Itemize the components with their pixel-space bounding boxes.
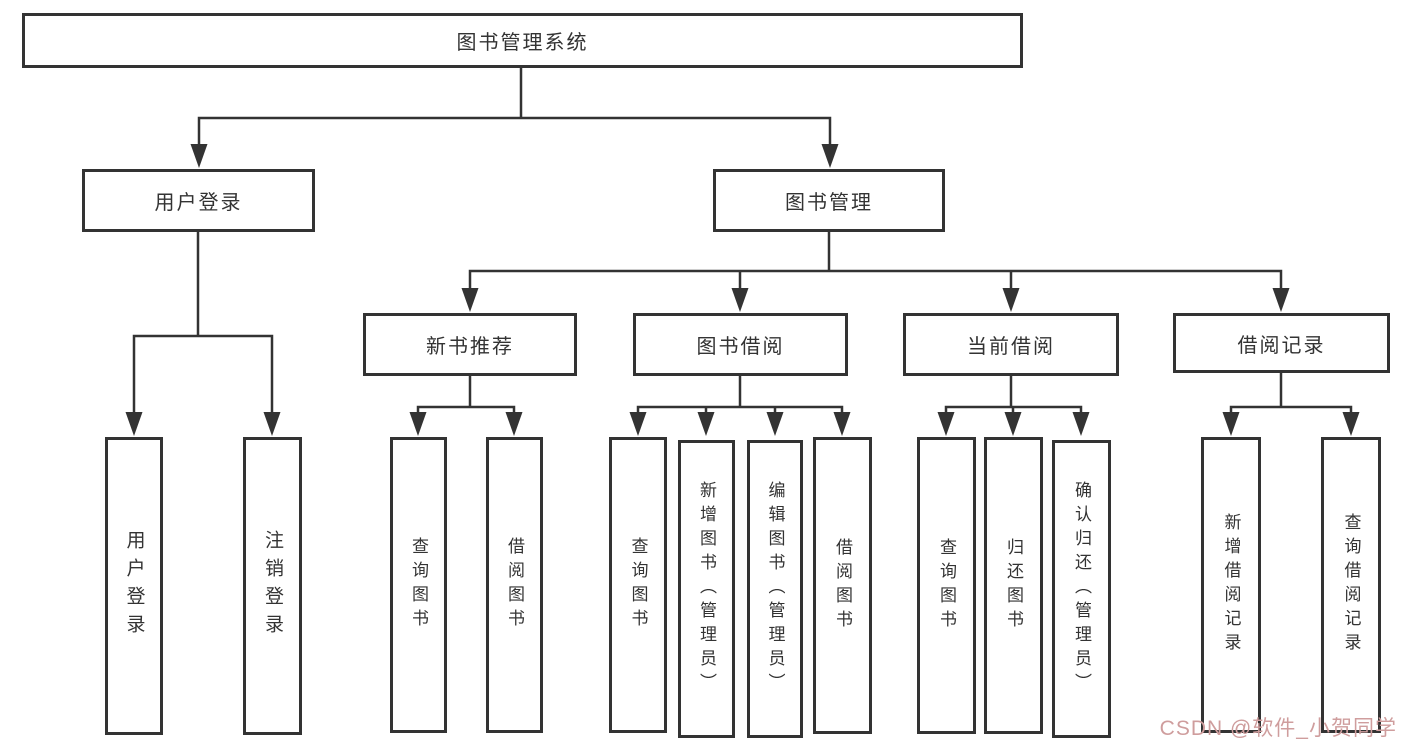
node-leaf-query-borrow-record: 查询借阅记录 bbox=[1321, 437, 1381, 733]
node-new-book-recommend: 新书推荐 bbox=[363, 313, 577, 376]
arrow-to-leaf-add-books bbox=[697, 412, 715, 436]
arrow-to-leaf-query-books-1 bbox=[409, 412, 427, 436]
node-borrowing-records: 借阅记录 bbox=[1173, 313, 1390, 373]
node-leaf-borrow-books-borrowing: 借阅图书 bbox=[813, 437, 872, 734]
node-leaf-edit-books-admin: 编辑图书（管理员） bbox=[747, 440, 803, 738]
arrow-to-book-borrowing bbox=[731, 288, 749, 312]
connector-borrowing-to-leaves bbox=[636, 376, 844, 414]
arrow-to-leaf-return-books bbox=[1004, 412, 1022, 436]
connector-current-to-leaves bbox=[944, 376, 1083, 414]
arrow-to-leaf-logout bbox=[263, 412, 281, 436]
arrow-to-leaf-query-books-3 bbox=[937, 412, 955, 436]
leaf-label: 新增借阅记录 bbox=[1221, 513, 1241, 657]
node-leaf-return-books: 归还图书 bbox=[984, 437, 1043, 734]
node-book-borrowing: 图书借阅 bbox=[633, 313, 848, 376]
leaf-label: 借阅图书 bbox=[505, 537, 524, 633]
arrow-to-leaf-confirm-return bbox=[1072, 412, 1090, 436]
node-book-management: 图书管理 bbox=[713, 169, 945, 232]
arrow-to-borrowing-records bbox=[1272, 288, 1290, 312]
node-leaf-query-books-recommend: 查询图书 bbox=[390, 437, 447, 733]
node-leaf-borrow-books-recommend: 借阅图书 bbox=[486, 437, 543, 733]
leaf-label: 借阅图书 bbox=[833, 537, 852, 634]
arrow-to-leaf-edit-books bbox=[766, 412, 784, 436]
leaf-label: 新增图书（管理员） bbox=[697, 481, 716, 697]
arrow-to-leaf-borrow-books-1 bbox=[505, 412, 523, 436]
connector-recommend-to-leaves bbox=[416, 376, 516, 414]
arrow-to-leaf-query-record bbox=[1342, 412, 1360, 436]
leaf-label: 确认归还（管理员） bbox=[1072, 481, 1091, 697]
leaf-label: 查询图书 bbox=[937, 537, 956, 634]
leaf-label: 查询图书 bbox=[628, 537, 648, 633]
node-leaf-logout-login: 注销登录 bbox=[243, 437, 302, 735]
node-leaf-query-books-borrowing: 查询图书 bbox=[609, 437, 667, 733]
leaf-label: 归还图书 bbox=[1004, 537, 1023, 634]
arrow-to-user-login bbox=[190, 144, 208, 168]
arrow-to-leaf-borrow-books-2 bbox=[833, 412, 851, 436]
node-leaf-query-books-current: 查询图书 bbox=[917, 437, 976, 734]
arrow-to-current-borrowing bbox=[1002, 288, 1020, 312]
connector-records-to-leaves bbox=[1229, 373, 1353, 414]
arrow-to-new-book-recommend bbox=[461, 288, 479, 312]
arrowheads bbox=[125, 144, 1360, 436]
node-root: 图书管理系统 bbox=[22, 13, 1023, 68]
node-leaf-add-books-admin: 新增图书（管理员） bbox=[678, 440, 735, 738]
connector-bookmgmt-to-level3 bbox=[468, 232, 1283, 290]
node-leaf-confirm-return-admin: 确认归还（管理员） bbox=[1052, 440, 1111, 738]
leaf-label: 编辑图书（管理员） bbox=[765, 481, 785, 697]
connector-userlogin-to-leaves bbox=[132, 232, 274, 414]
connector-root-to-level2 bbox=[197, 68, 832, 148]
arrow-to-book-management bbox=[821, 144, 839, 168]
leaf-label: 注销登录 bbox=[262, 530, 283, 642]
node-leaf-user-login: 用户登录 bbox=[105, 437, 163, 735]
arrow-to-leaf-query-books-2 bbox=[629, 412, 647, 436]
node-leaf-add-borrow-record: 新增借阅记录 bbox=[1201, 437, 1261, 733]
leaf-label: 用户登录 bbox=[123, 530, 145, 642]
arrow-to-leaf-add-record bbox=[1222, 412, 1240, 436]
leaf-label: 查询图书 bbox=[409, 537, 428, 633]
leaf-label: 查询借阅记录 bbox=[1341, 513, 1361, 657]
arrow-to-leaf-user-login bbox=[125, 412, 143, 436]
node-current-borrowing: 当前借阅 bbox=[903, 313, 1119, 376]
node-user-login: 用户登录 bbox=[82, 169, 315, 232]
